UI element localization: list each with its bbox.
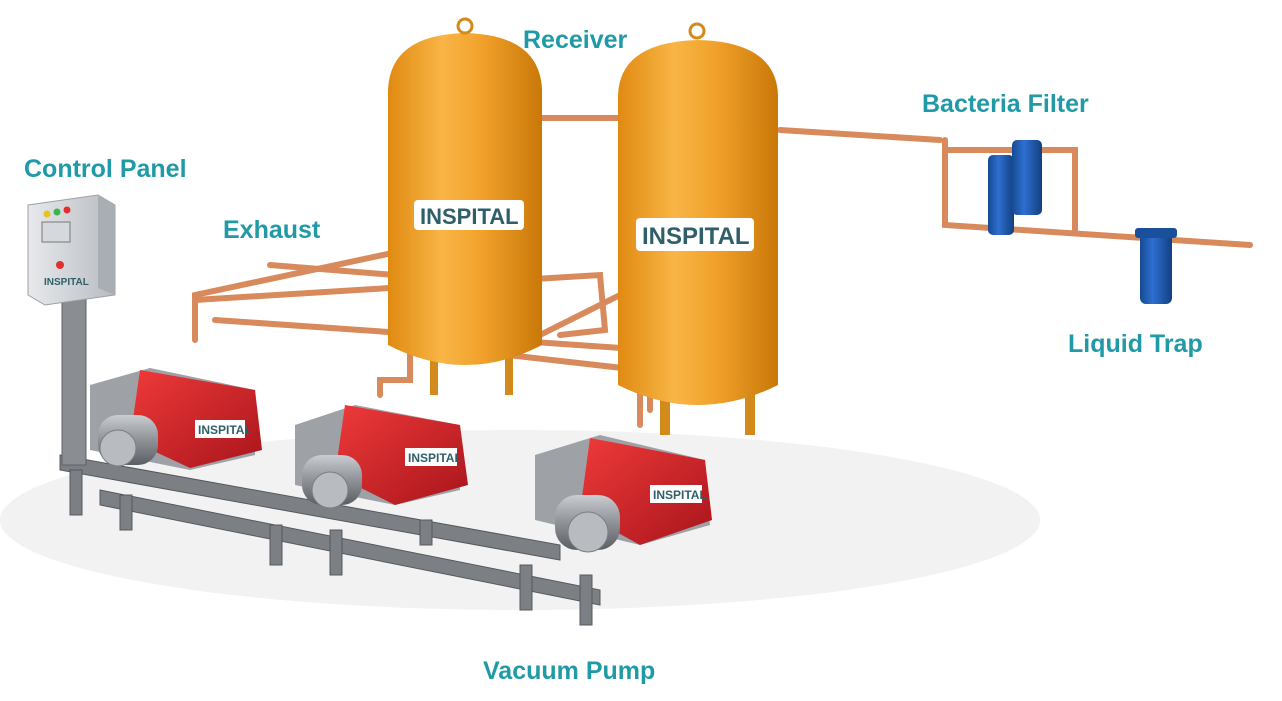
vacuum-pump-1: INSPITAL	[90, 368, 262, 470]
pump-2-logo: INSPITAL	[408, 451, 462, 465]
bacteria-filter-label: Bacteria Filter	[922, 90, 1089, 118]
panel-display	[41, 221, 71, 243]
emergency-button	[56, 261, 64, 269]
indicator-light-red	[63, 206, 71, 214]
vacuum-pump-3: INSPITAL	[535, 435, 712, 553]
tank-2-logo: INSPITAL	[642, 223, 750, 250]
pump-3-logo: INSPITAL	[653, 488, 707, 502]
bacteria-filters	[988, 140, 1177, 304]
indicator-light-green	[53, 208, 61, 216]
vacuum-pump-2: INSPITAL	[295, 405, 468, 509]
receiver-tank-1: INSPITAL	[388, 17, 542, 395]
tank-1-logo: INSPITAL	[420, 204, 519, 229]
vacuum-pump-label: Vacuum Pump	[483, 657, 656, 685]
exhaust-label: Exhaust	[223, 216, 321, 244]
control-panel-label: Control Panel	[24, 155, 187, 183]
base-frame	[59, 454, 601, 626]
panel-logo: INSPITAL	[44, 277, 89, 288]
receiver-tank-2: INSPITAL	[618, 22, 778, 435]
floor-shadow	[0, 430, 1040, 610]
pump-1-logo: INSPITAL	[198, 423, 252, 437]
control-panel: INSPITAL	[27, 194, 116, 466]
liquid-trap-label: Liquid Trap	[1068, 330, 1203, 358]
receiver-label: Receiver	[523, 26, 628, 54]
indicator-light-yellow	[43, 210, 51, 218]
